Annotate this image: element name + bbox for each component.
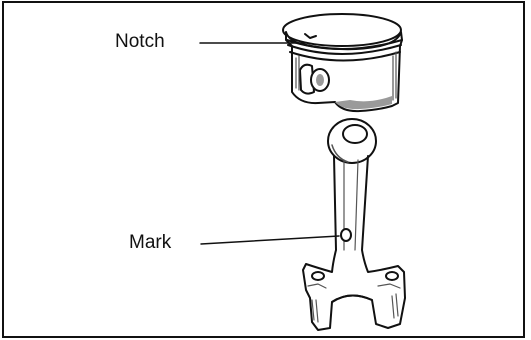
connecting-rod <box>303 119 405 330</box>
rod-small-end-bore <box>343 125 367 143</box>
piston <box>283 14 402 111</box>
notch-label: Notch <box>115 32 165 51</box>
leader-line-mark <box>201 236 339 244</box>
rod-bolt-left <box>312 272 324 280</box>
piston-crown <box>283 14 401 46</box>
rod-beam <box>332 156 368 272</box>
rod-mark <box>341 229 351 241</box>
rod-bolt-right <box>386 272 398 280</box>
mark-label: Mark <box>129 233 171 252</box>
piston-pin-hole-inner <box>316 74 324 86</box>
